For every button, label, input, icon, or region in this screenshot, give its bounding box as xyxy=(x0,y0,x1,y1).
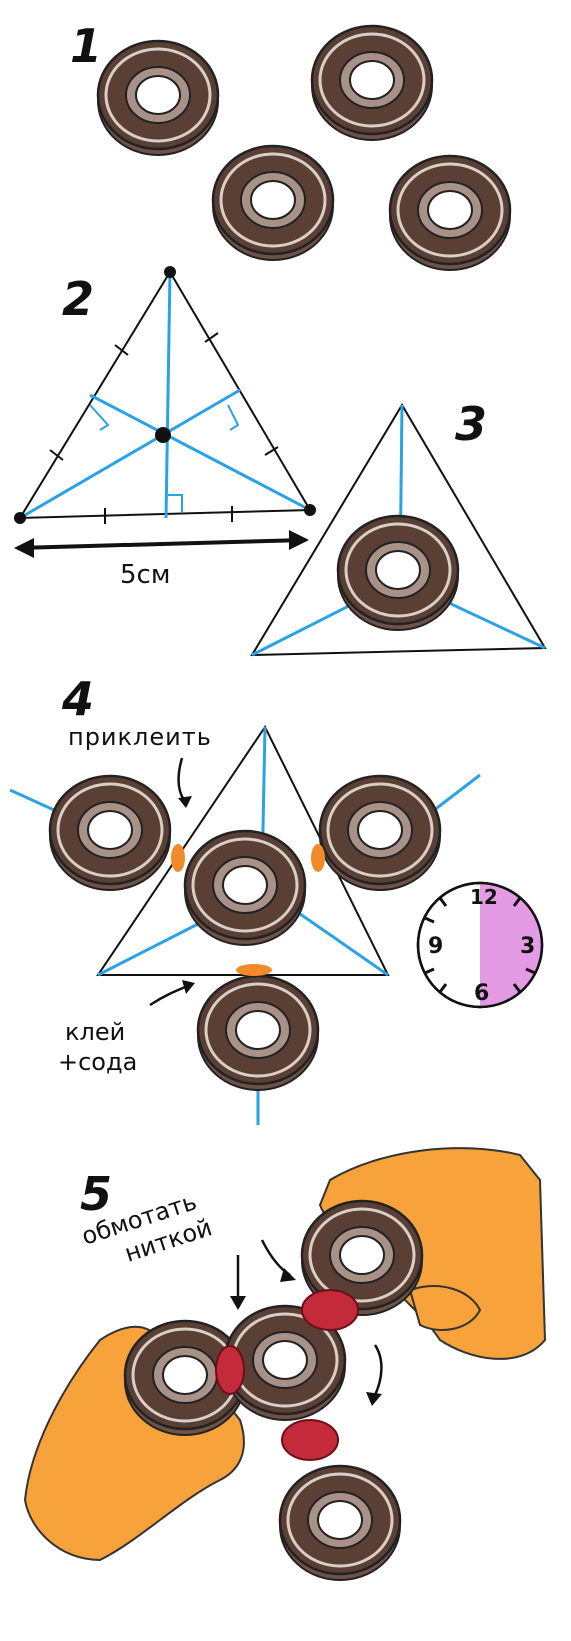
triangle-construction xyxy=(14,266,316,558)
step-1-number: 1 xyxy=(70,19,102,73)
step-3-number: 3 xyxy=(455,397,487,451)
glue-blobs xyxy=(171,844,325,976)
clock-number-9: 9 xyxy=(428,934,443,959)
dimension-label: 5см xyxy=(120,560,170,590)
clock-number-6: 6 xyxy=(474,981,489,1006)
bearing-3-center xyxy=(336,514,460,632)
thread-wraps xyxy=(215,1289,359,1461)
bearing-1c xyxy=(211,144,335,262)
glue-label-line1: клей xyxy=(65,1018,125,1046)
clock-number-3: 3 xyxy=(520,934,535,959)
bearing-4-bottom xyxy=(196,974,320,1092)
bearing-4-right xyxy=(318,774,442,892)
bearing-5-bottom xyxy=(278,1464,402,1582)
bearing-4-left xyxy=(48,774,172,892)
right-hand xyxy=(318,1147,547,1360)
clock-number-12: 12 xyxy=(470,885,498,909)
glue-label-line2: +сода xyxy=(58,1048,137,1076)
step-2-number: 2 xyxy=(62,272,94,326)
bearing-4-center xyxy=(183,829,307,947)
bearing-1b xyxy=(310,24,434,142)
glue-on-label: приклеить xyxy=(68,723,212,751)
bearing-1d xyxy=(388,154,512,272)
timer-clock-icon xyxy=(416,881,544,1009)
glue-soda-arrow-icon xyxy=(149,983,191,1007)
step-4-number: 4 xyxy=(61,672,94,726)
bearing-1a xyxy=(96,39,220,157)
wrap-arrows-icon xyxy=(230,1239,383,1406)
step-5-number: 5 xyxy=(80,1167,112,1221)
glue-arrow-icon xyxy=(177,757,186,801)
